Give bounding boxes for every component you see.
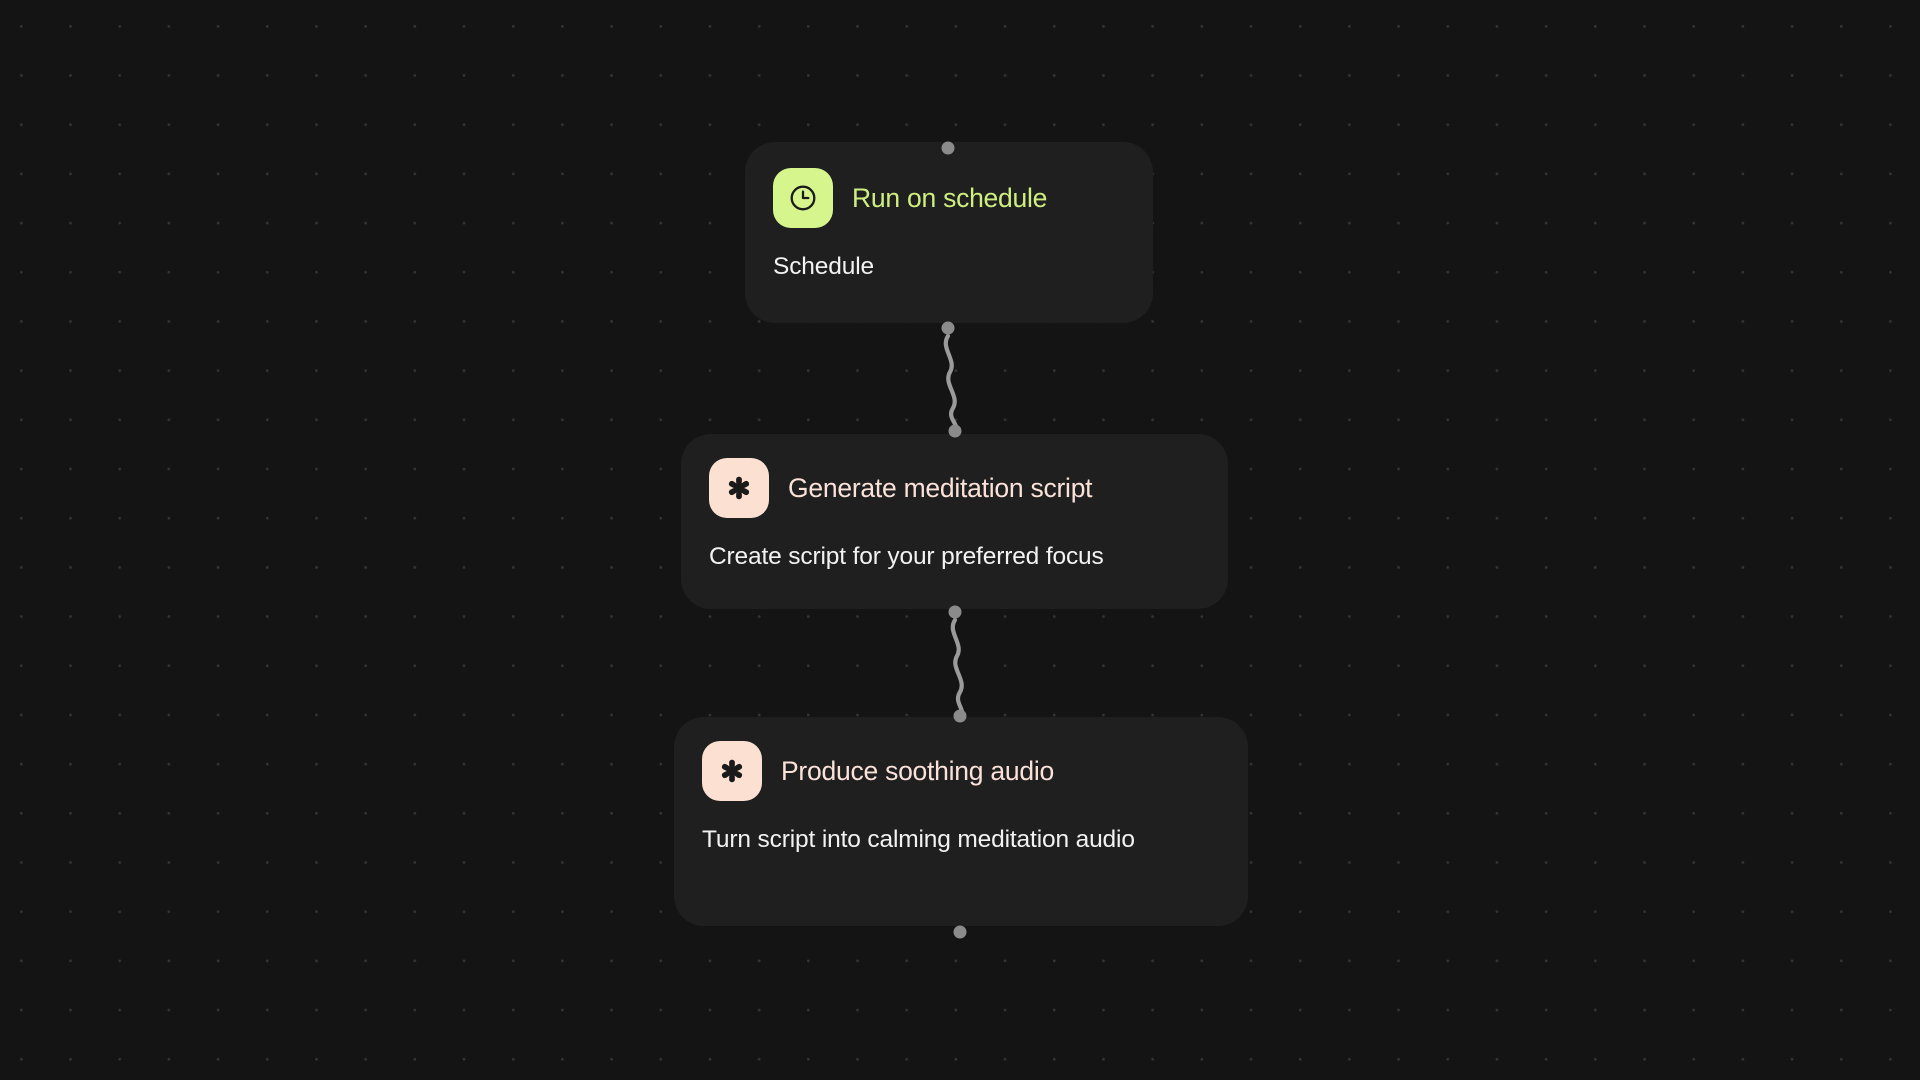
- port-schedule-output[interactable]: [941, 321, 955, 335]
- asterisk-sparkle-icon-badge: [709, 458, 769, 518]
- workflow-node-produce-soothing-audio[interactable]: Produce soothing audio Turn script into …: [674, 717, 1248, 926]
- asterisk-sparkle-icon: [723, 472, 755, 504]
- asterisk-sparkle-icon: [716, 755, 748, 787]
- port-script-output[interactable]: [948, 605, 962, 619]
- node-title: Run on schedule: [852, 182, 1048, 213]
- edge-schedule-to-script-path: [943, 333, 959, 435]
- workflow-node-generate-meditation-script[interactable]: Generate meditation script Create script…: [681, 434, 1228, 609]
- node-header: Generate meditation script: [709, 458, 1200, 518]
- node-body: Run on schedule Schedule: [745, 142, 1153, 308]
- port-audio-output[interactable]: [953, 925, 967, 939]
- node-header: Produce soothing audio: [702, 741, 1220, 801]
- port-audio-input[interactable]: [953, 709, 967, 723]
- clock-icon-badge: [773, 168, 833, 228]
- node-title: Produce soothing audio: [781, 755, 1054, 786]
- node-subtitle: Create script for your preferred focus: [709, 543, 1104, 570]
- port-schedule-input[interactable]: [941, 141, 955, 155]
- port-script-input[interactable]: [948, 424, 962, 438]
- node-title: Generate meditation script: [788, 472, 1093, 503]
- node-header: Run on schedule: [773, 168, 1125, 228]
- node-subtitle: Turn script into calming meditation audi…: [702, 826, 1135, 853]
- workflow-node-run-on-schedule[interactable]: Run on schedule Schedule: [745, 142, 1153, 323]
- asterisk-sparkle-icon-badge: [702, 741, 762, 801]
- edge-script-to-audio-path: [950, 617, 965, 720]
- node-body: Generate meditation script Create script…: [681, 434, 1228, 596]
- node-subtitle: Schedule: [773, 253, 874, 280]
- clock-icon: [787, 182, 819, 214]
- node-body: Produce soothing audio Turn script into …: [674, 717, 1248, 879]
